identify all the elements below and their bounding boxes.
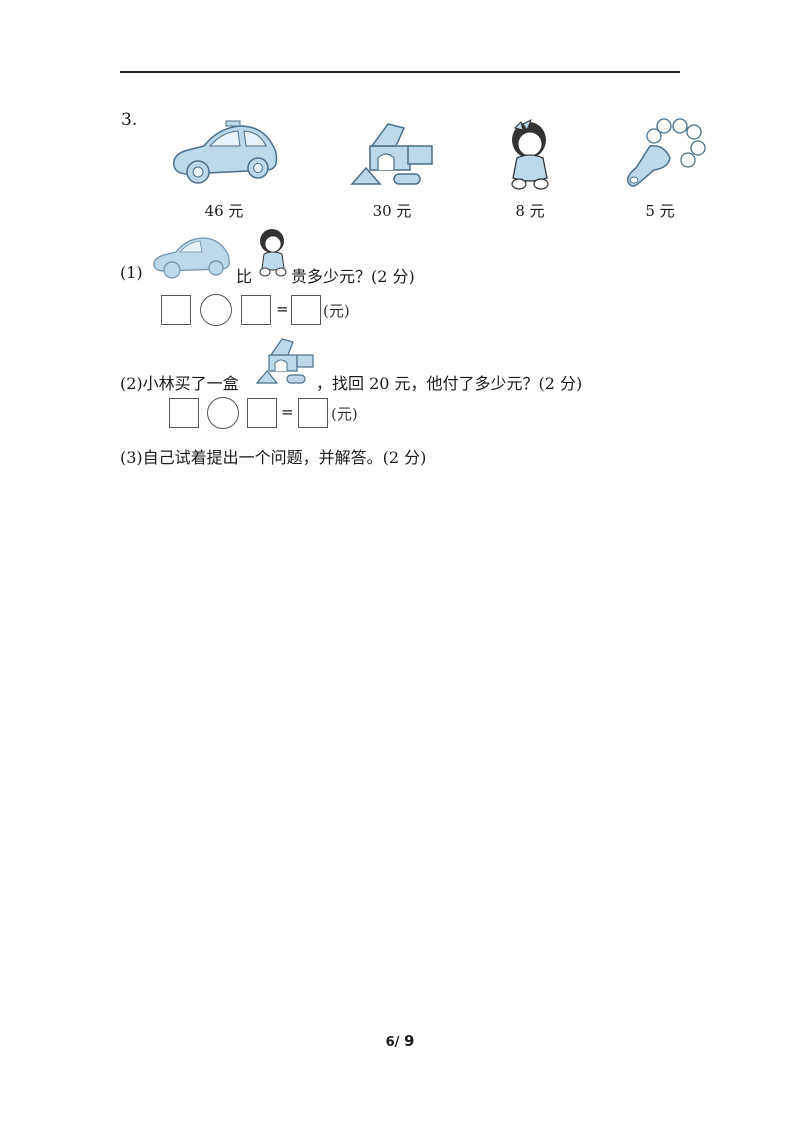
q3-text: (3)自己试着提出一个问题，并解答。(2 分) — [120, 448, 427, 467]
q1-answer-box-3[interactable] — [291, 295, 321, 325]
q1-unit: (元) — [323, 302, 350, 320]
q2-prefix: (2)小林买了一盒 — [120, 374, 239, 393]
q1-equals: = — [276, 300, 289, 318]
q2-answer-box-1[interactable] — [169, 398, 199, 428]
q2-answer-box-3[interactable] — [298, 398, 328, 428]
q2-answer-box-2[interactable] — [247, 398, 277, 428]
question-number: 3. — [121, 110, 138, 130]
q2-operator-circle[interactable] — [207, 397, 239, 429]
header-rule — [120, 71, 680, 73]
q2-equals: = — [281, 403, 294, 421]
q1-suffix: 贵多少元？(2 分) — [291, 267, 415, 286]
q1-operator-circle[interactable] — [200, 294, 232, 326]
q2-suffix: ，找回 20 元，他付了多少元？(2 分) — [316, 374, 583, 393]
q1-doll-icon — [259, 229, 287, 277]
q1-middle: 比 — [236, 267, 253, 286]
q1-prefix: (1) — [120, 263, 143, 282]
toy-rattle-image — [626, 118, 706, 187]
price-doll: 8 元 — [515, 202, 545, 220]
q2-blocks-icon — [255, 338, 314, 384]
price-rattle: 5 元 — [645, 202, 675, 220]
price-blocks: 30 元 — [372, 202, 412, 220]
price-car: 46 元 — [204, 202, 244, 220]
page-current: 6 — [385, 1035, 395, 1050]
q1-answer-box-2[interactable] — [241, 295, 271, 325]
q1-car-icon — [153, 237, 230, 279]
toy-car-image — [173, 120, 278, 184]
toy-blocks-image — [350, 123, 433, 185]
page-total: 9 — [403, 1032, 415, 1050]
page-number: 6/ 9 — [0, 1032, 800, 1050]
q1-answer-box-1[interactable] — [161, 295, 191, 325]
page-separator: / — [394, 1035, 404, 1050]
toy-doll-image — [511, 118, 549, 190]
q2-unit: (元) — [331, 405, 358, 423]
